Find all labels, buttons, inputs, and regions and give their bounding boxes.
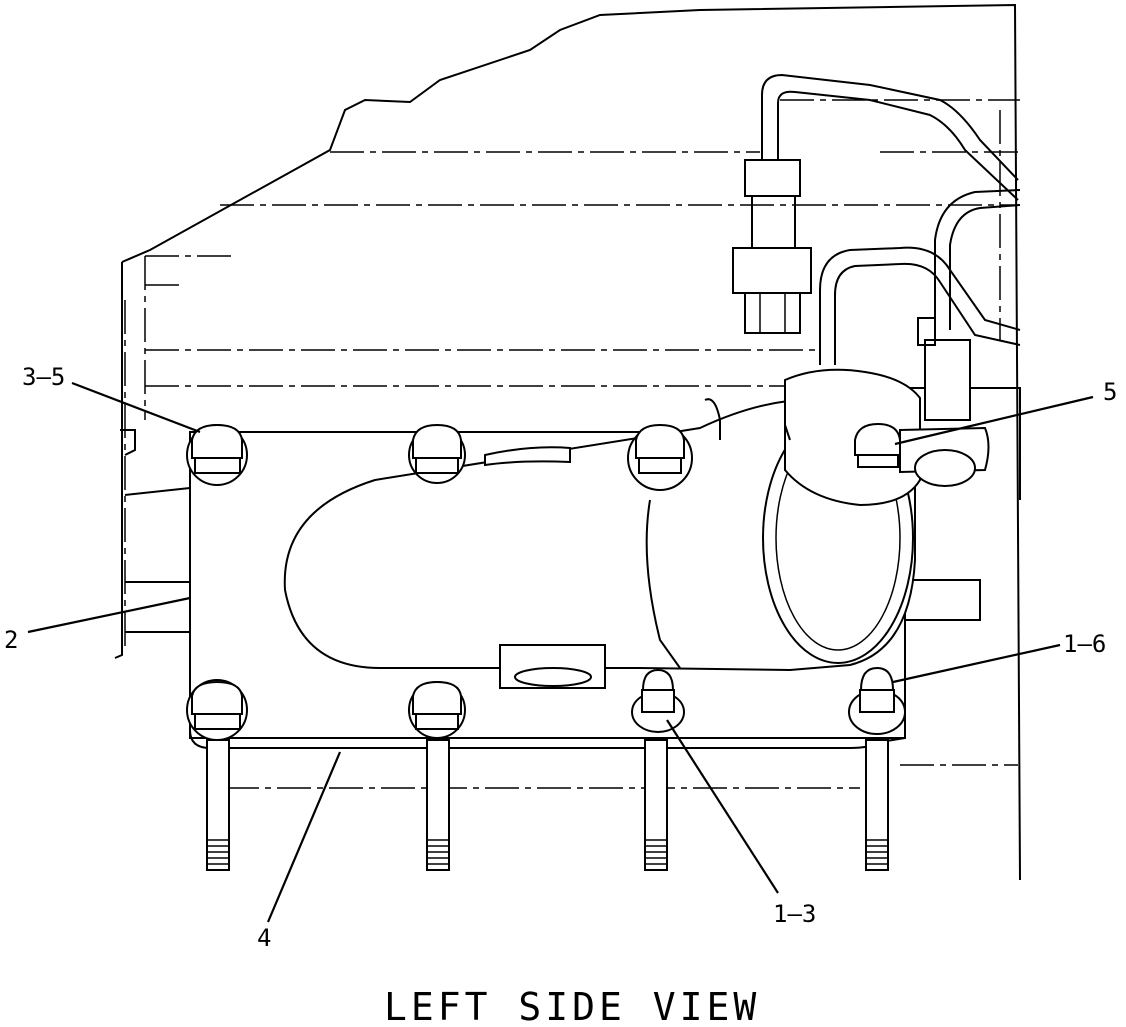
fuel-line-assembly [732, 73, 1021, 421]
bottom-stud-4 [848, 666, 906, 871]
bottom-stud-3 [631, 668, 685, 871]
bolt-top-3 [627, 423, 693, 491]
leader-3-5 [71, 381, 201, 434]
bolt-top-1 [186, 423, 248, 486]
leader-5 [894, 395, 1094, 446]
bottom-stud-2 [408, 680, 466, 871]
bolt-top-4 [854, 422, 901, 468]
leader-2 [27, 596, 191, 634]
bolt-top-2 [408, 423, 466, 484]
callout-label-5: 5 [1103, 378, 1117, 406]
callout-label-3-5: 3–5 [22, 363, 65, 391]
leader-1-6 [892, 643, 1061, 684]
clamp-fitting [899, 426, 990, 487]
top-bolt-row [186, 422, 901, 491]
engine-block [114, 3, 1021, 881]
bottom-stud-1 [186, 679, 248, 871]
callout-label-1-6: 1–6 [1063, 630, 1106, 658]
elbow-tube [283, 368, 921, 689]
callout-label-2: 2 [4, 626, 18, 654]
callout-label-1-3: 1–3 [773, 900, 816, 928]
leader-lines [27, 381, 1094, 923]
bottom-bolt-row [186, 666, 906, 871]
leader-1-3 [666, 719, 779, 894]
leader-4 [266, 751, 342, 923]
view-title: LEFT SIDE VIEW [384, 985, 760, 1027]
callout-label-4: 4 [257, 924, 271, 952]
